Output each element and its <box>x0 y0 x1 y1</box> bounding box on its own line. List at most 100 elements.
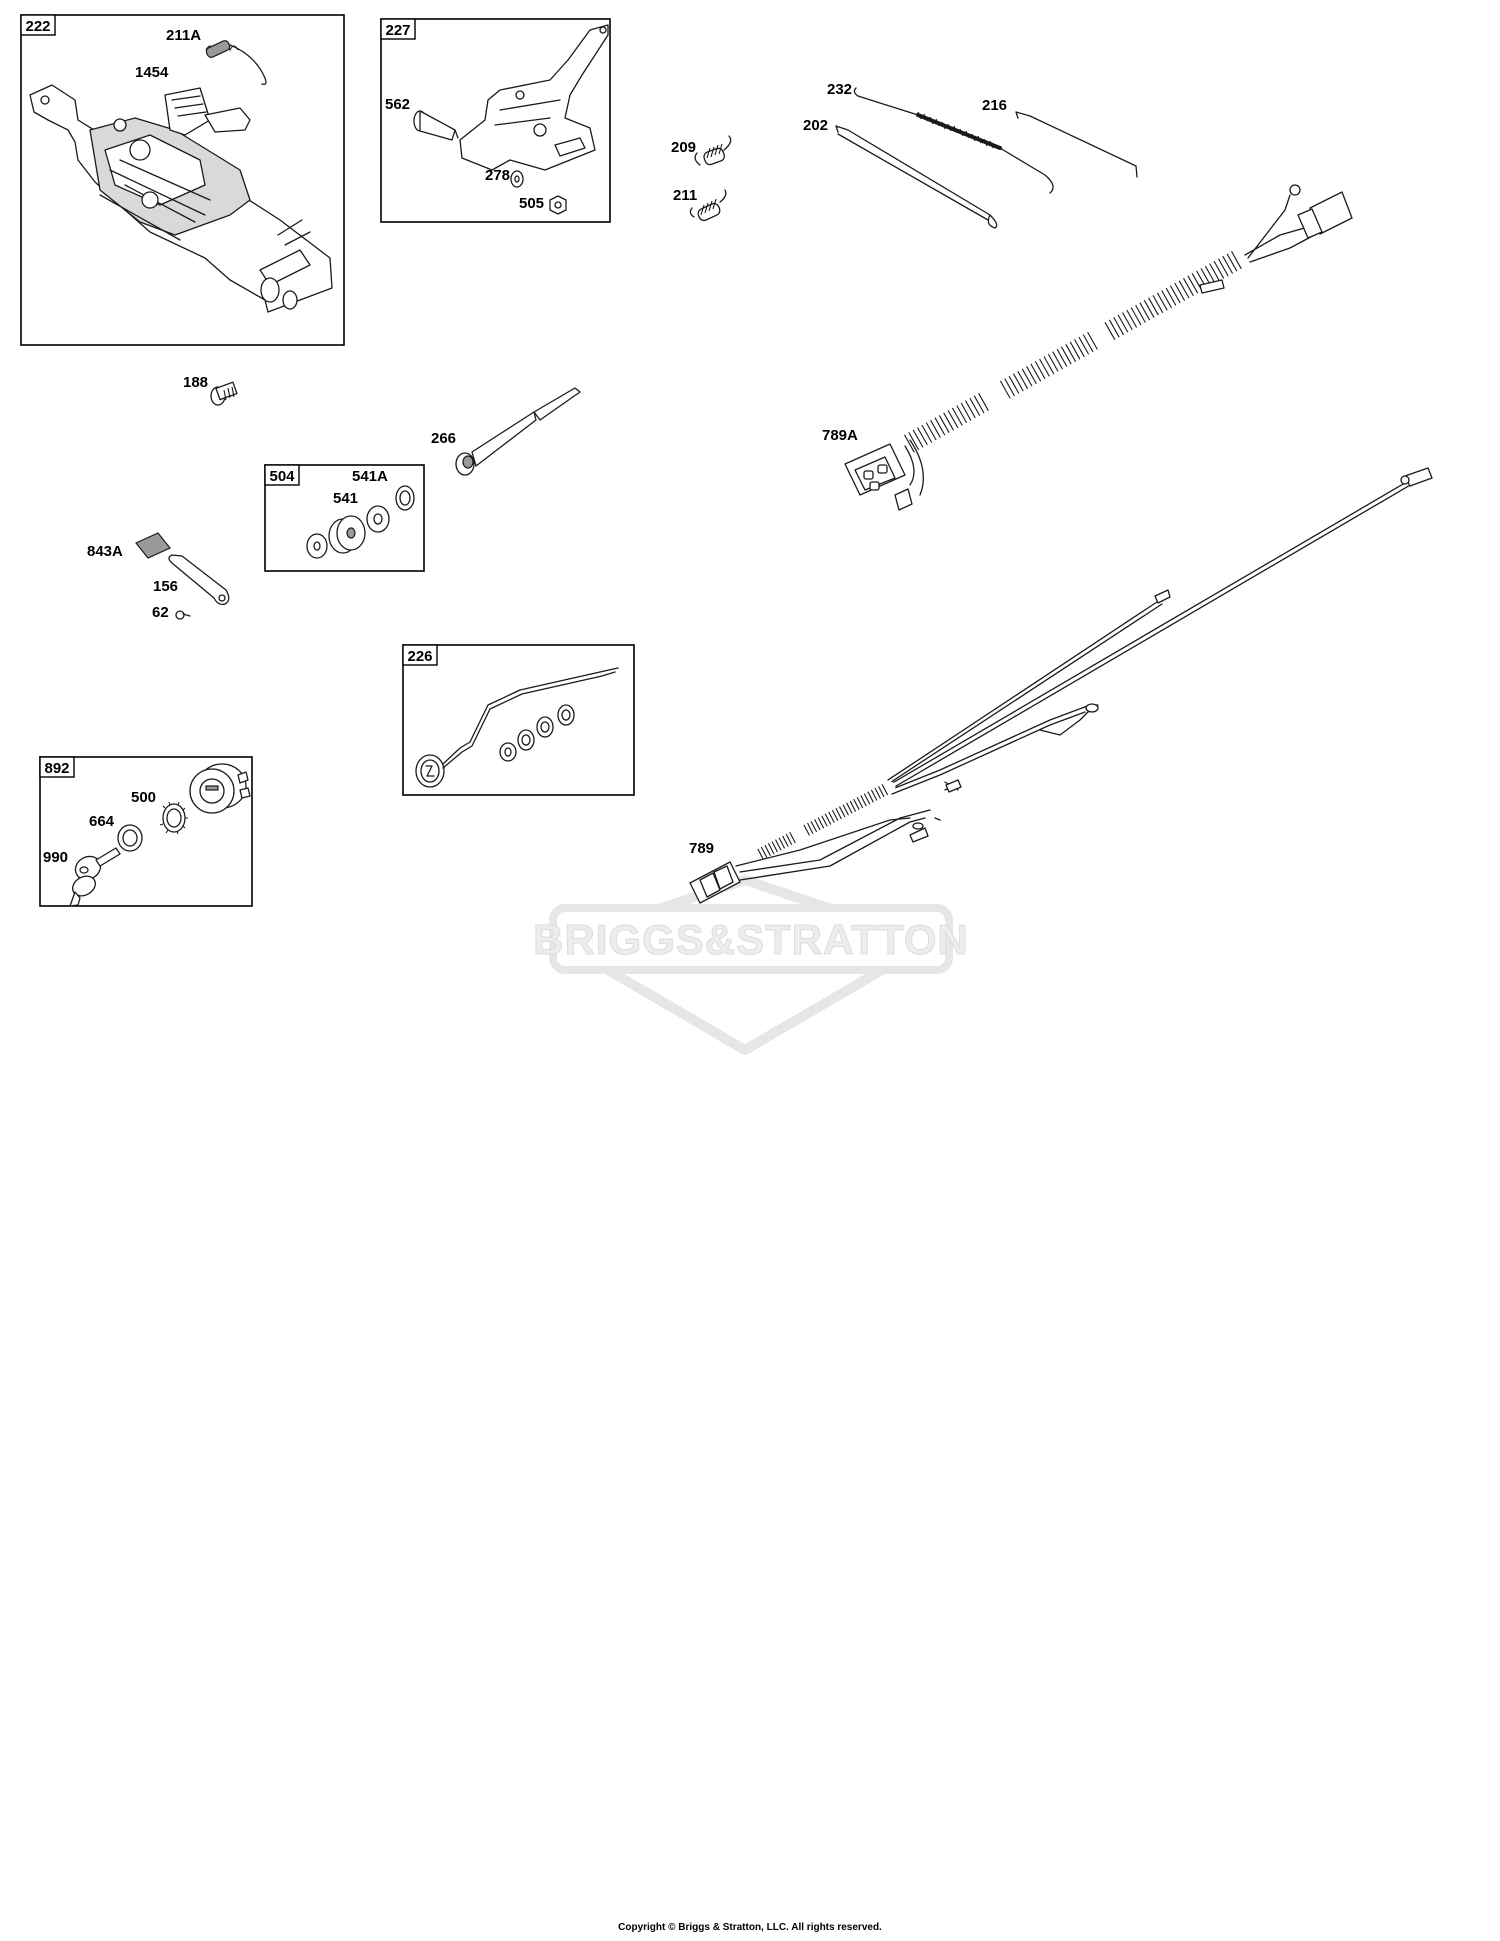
sleeve-rib <box>1117 314 1129 333</box>
ignition-switch-drawing <box>189 763 251 814</box>
sleeve-rib <box>1135 304 1146 323</box>
sleeve-rib <box>828 811 835 823</box>
sleeve-rib <box>824 813 832 825</box>
link-202-drawing <box>835 125 998 229</box>
sleeve-rib <box>1026 366 1037 385</box>
label-211A: 211A <box>166 27 201 44</box>
sleeve-rib <box>1209 263 1220 282</box>
sleeve-rib <box>1217 258 1229 277</box>
sleeve-rib <box>1065 344 1077 362</box>
sleeve-rib <box>999 380 1011 399</box>
sleeve-rib <box>1056 348 1068 367</box>
sleeve-rib <box>1156 292 1168 311</box>
sleeve-rib <box>1108 319 1120 338</box>
label-843A: 843A <box>87 543 123 560</box>
sleeve-rib <box>1008 375 1020 394</box>
choke-knob-drawing <box>415 667 619 788</box>
sleeve-rib <box>960 402 972 421</box>
sleeve-rib <box>764 844 771 857</box>
sleeve-rib <box>1069 341 1081 360</box>
label-789: 789 <box>689 840 714 857</box>
wire-harness-789-drawing <box>689 467 1433 904</box>
box-tag-892: 892 <box>44 760 69 777</box>
box-222: 222 211A 1454 <box>20 14 345 346</box>
sleeve-rib <box>956 405 968 424</box>
sleeve-rib <box>881 784 889 796</box>
sleeve-rib <box>904 434 915 453</box>
label-209: 209 <box>671 139 696 156</box>
sleeve-rib <box>878 785 885 798</box>
sleeve-rib <box>835 808 842 820</box>
sleeve-rib <box>1178 280 1190 299</box>
label-62: 62 <box>152 604 169 621</box>
sleeve-rib <box>1174 282 1186 301</box>
sleeve-rib <box>775 839 782 851</box>
sleeve-rib <box>846 802 853 814</box>
sleeve-rib <box>1074 339 1085 358</box>
bolt-188-drawing <box>210 381 238 406</box>
label-541: 541 <box>333 490 358 507</box>
washer-541A-drawing <box>395 485 415 511</box>
sleeve-rib <box>874 787 881 799</box>
washer-278-drawing <box>510 170 524 188</box>
sleeve-rib <box>1122 312 1133 331</box>
sleeve-rib <box>1126 309 1138 328</box>
sleeve-rib <box>767 843 775 855</box>
sleeve-rib <box>1152 295 1164 314</box>
spring-211A-drawing <box>205 40 267 86</box>
sleeve-rib <box>1139 302 1151 321</box>
sleeve-rib <box>1222 255 1234 274</box>
briggs-stratton-watermark: BRIGGS&STRATTON <box>533 875 968 1055</box>
sleeve-rib <box>1047 353 1059 372</box>
sleeve-rib <box>973 395 985 414</box>
label-211: 211 <box>673 187 697 204</box>
sleeve-rib <box>917 427 928 446</box>
sleeve-rib <box>853 798 860 810</box>
sleeve-rib <box>817 817 825 829</box>
sleeve-rib <box>831 809 839 822</box>
sleeve-rib <box>1052 351 1063 370</box>
sleeve-rib <box>969 397 981 416</box>
sleeve-rib <box>908 432 920 451</box>
sleeve-rib <box>860 795 867 807</box>
ground-strap-156-drawing <box>168 554 230 606</box>
sleeve-rib <box>856 797 864 809</box>
sleeve-rib <box>789 832 796 844</box>
label-188: 188 <box>183 374 208 391</box>
link-216-drawing <box>1015 111 1138 178</box>
sleeve-rib <box>1104 322 1116 340</box>
lock-washer-500-drawing <box>159 801 188 835</box>
shaft-266-drawing <box>455 387 581 476</box>
sleeve-rib <box>803 824 810 836</box>
bushing-541-drawing <box>328 515 366 554</box>
sleeve-rib <box>1060 346 1072 365</box>
sleeve-rib <box>1013 373 1024 392</box>
sleeve-rib <box>943 412 954 431</box>
sleeve-rib <box>1143 299 1155 318</box>
sleeve-rib <box>951 407 963 426</box>
label-278: 278 <box>485 167 510 184</box>
control-lever-drawing <box>459 24 609 171</box>
label-216: 216 <box>982 97 1007 114</box>
sleeve-rib <box>1213 260 1225 279</box>
label-156: 156 <box>153 578 178 595</box>
sleeve-rib <box>807 822 814 834</box>
label-664: 664 <box>89 813 115 830</box>
label-202: 202 <box>803 117 828 134</box>
sleeve-rib <box>1169 285 1181 304</box>
pad-843A-drawing <box>135 532 171 559</box>
label-541A: 541A <box>352 468 388 485</box>
nut-505-drawing <box>549 195 567 215</box>
sleeve-rib <box>839 806 846 818</box>
screw-62-drawing <box>175 610 191 620</box>
spring-209-drawing <box>694 135 732 166</box>
sleeve-rib <box>863 793 871 805</box>
box-tag-227: 227 <box>385 22 410 39</box>
sleeve-rib <box>867 791 874 803</box>
label-232: 232 <box>827 81 852 98</box>
sleeve-rib <box>938 415 950 433</box>
sleeve-rib <box>1021 368 1033 387</box>
sleeve-rib <box>921 424 933 443</box>
sleeve-rib <box>870 789 878 801</box>
sleeve-rib <box>1130 307 1142 326</box>
